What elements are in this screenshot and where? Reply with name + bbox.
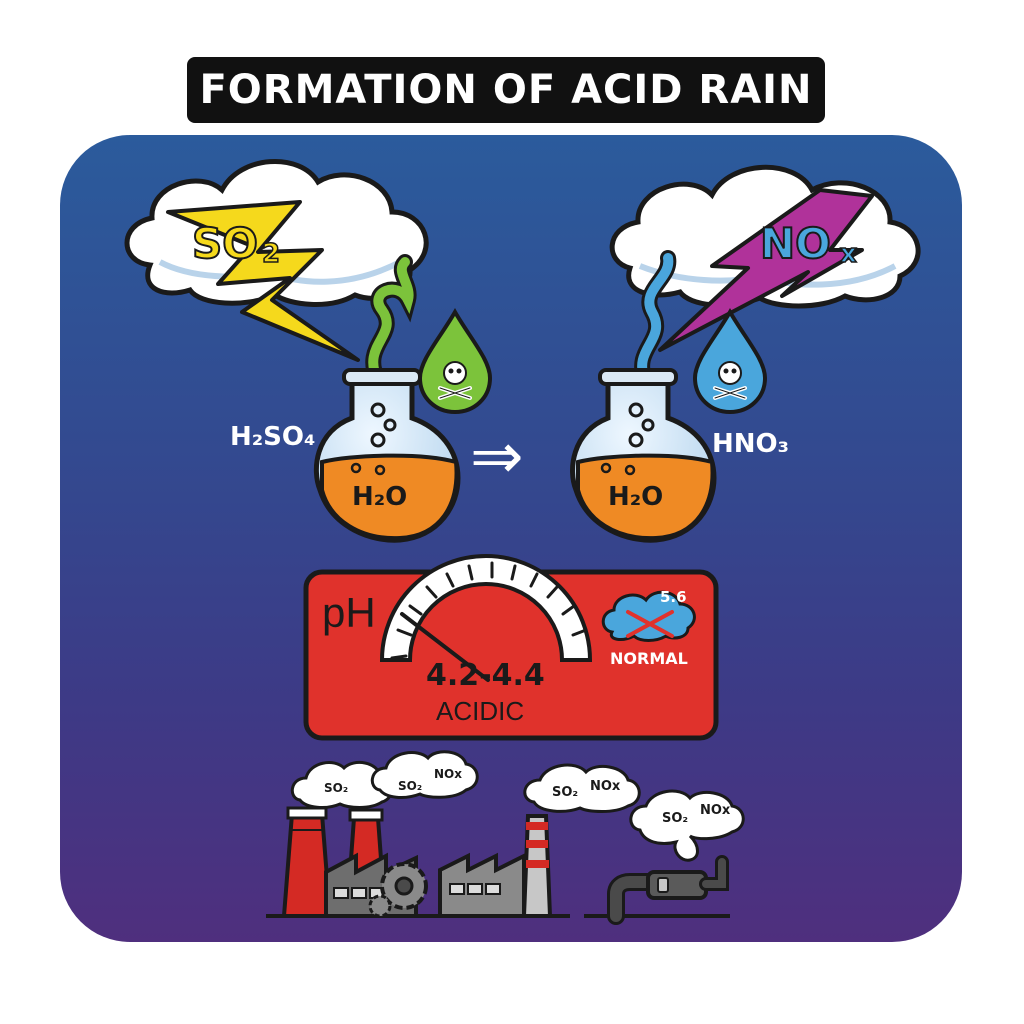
- exhaust-pipe-icon: [607, 855, 729, 925]
- emission-cloud-icon: [629, 789, 745, 862]
- ph-label: pH: [322, 589, 376, 636]
- ph-range-value: 4.2-4.4: [426, 658, 545, 693]
- hno3-label: HNO₃: [712, 429, 789, 459]
- so2-cloud-icon: [124, 159, 429, 307]
- emission-so2-label: SO₂: [398, 779, 422, 793]
- page-title: FORMATION OF ACID RAIN: [187, 57, 825, 123]
- so2-subscript: 2: [262, 239, 280, 269]
- arrow-icon: ⇒: [470, 420, 524, 494]
- sad-cloud-icon: [601, 590, 696, 642]
- normal-label: NORMAL: [610, 649, 688, 668]
- emission-so2-label: SO₂: [552, 785, 578, 800]
- ph-status: ACIDIC: [436, 696, 524, 726]
- emission-nox-label: NOx: [590, 779, 621, 794]
- lightning-bolt-icon: [166, 200, 360, 362]
- poison-drop-icon: [692, 307, 768, 415]
- chimney: [281, 806, 333, 918]
- emission-so2-label: SO₂: [662, 811, 688, 826]
- chimney: [521, 814, 553, 918]
- flask-icon: [313, 368, 461, 543]
- ph-gauge-icon: [379, 554, 593, 682]
- factory-icon: [438, 852, 526, 918]
- normal-ph-value: 5.6: [660, 588, 687, 606]
- left-flask-label: H₂O: [352, 482, 407, 512]
- emission-so2-label: SO₂: [324, 781, 348, 795]
- emission-nox-label: NOx: [700, 803, 731, 818]
- nox-label: NO: [760, 219, 831, 268]
- poison-drop-icon: [417, 307, 493, 415]
- emission-cloud-icon: [523, 763, 641, 813]
- gear-icon: [368, 894, 392, 918]
- emission-nox-label: NOx: [434, 767, 462, 781]
- h2so4-label: H₂SO₄: [230, 422, 315, 452]
- emission-cloud-icon: [370, 750, 479, 799]
- gear-icon: [380, 862, 428, 910]
- so2-label: SO: [192, 219, 258, 268]
- right-flask-label: H₂O: [608, 482, 663, 512]
- flask-icon: [570, 368, 717, 543]
- nox-subscript: x: [840, 239, 857, 269]
- lightning-bolt-icon: [658, 188, 874, 352]
